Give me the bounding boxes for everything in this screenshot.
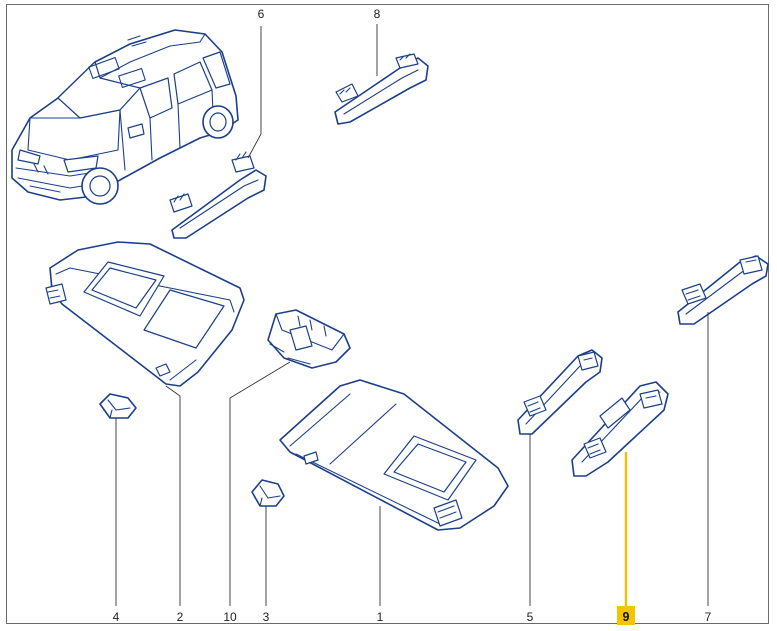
callout-9-highlight (617, 606, 635, 625)
vehicle-illustration (11, 29, 239, 205)
leader-6 (247, 26, 262, 159)
callout-labels: 6 8 4 2 10 3 1 5 9 7 (113, 7, 712, 625)
grab-handle-7 (677, 255, 769, 325)
grab-handle-5 (517, 349, 603, 435)
grab-handle-9 (571, 381, 669, 477)
leader-lines (115, 24, 709, 606)
callout-2: 2 (177, 610, 184, 624)
callout-9: 9 (623, 610, 630, 624)
visor-bracket-10 (267, 309, 351, 369)
grab-handle-8 (334, 53, 429, 125)
leader-10 (229, 361, 291, 606)
visor-clip-4 (99, 393, 137, 419)
grab-handle-6 (169, 151, 267, 239)
callout-8: 8 (374, 7, 381, 21)
callout-3: 3 (263, 610, 270, 624)
sun-visor-left-2 (45, 241, 245, 387)
callout-5: 5 (527, 610, 534, 624)
callout-6: 6 (258, 7, 265, 21)
visor-clip-3 (251, 479, 285, 507)
leader-2 (165, 385, 181, 606)
callout-1: 1 (377, 610, 384, 624)
callout-10: 10 (223, 610, 237, 624)
callout-4: 4 (113, 610, 120, 624)
sun-visor-right-1 (279, 379, 509, 531)
callout-7: 7 (705, 610, 712, 624)
